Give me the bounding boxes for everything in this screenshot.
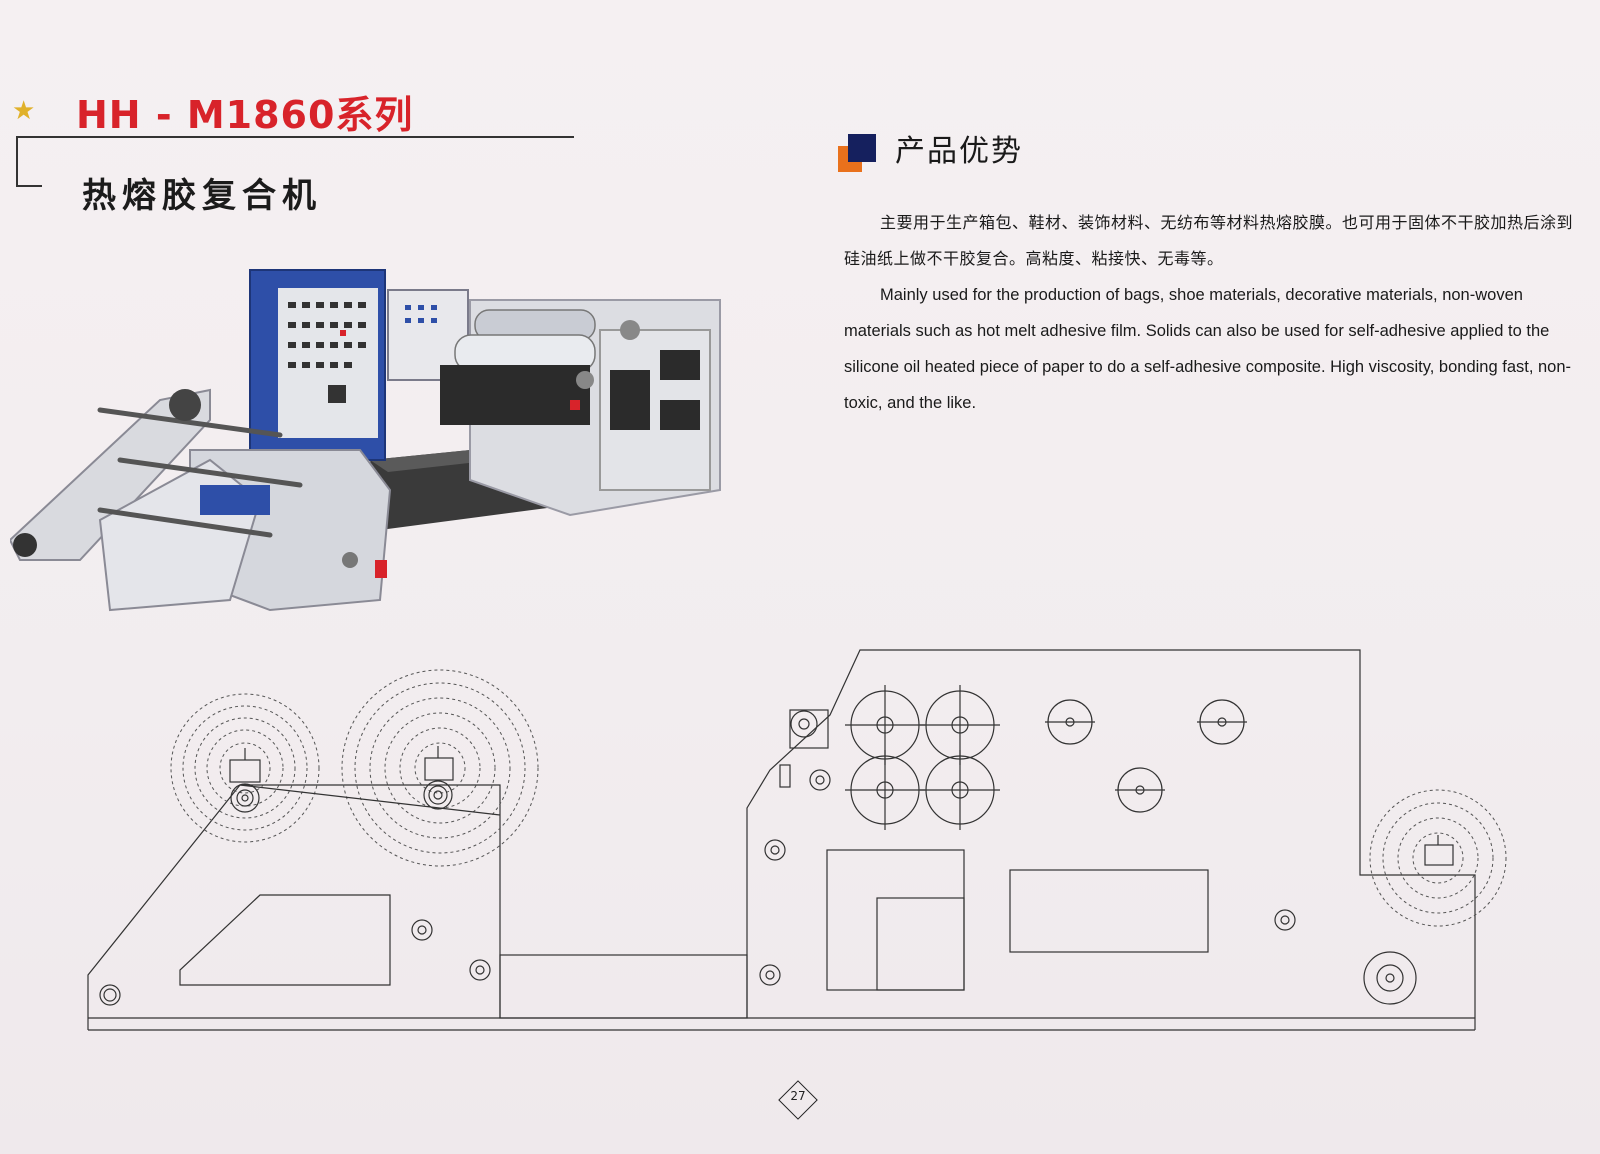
star-icon: ★ — [12, 96, 36, 126]
header-rule-foot — [16, 185, 42, 187]
machine-schematic — [87, 649, 1507, 1031]
product-description: 主要用于生产箱包、鞋材、装饰材料、无纺布等材料热熔胶膜。也可用于固体不干胶加热后… — [844, 205, 1588, 421]
page-number: 27 — [790, 1089, 806, 1103]
machine-name: 热熔胶复合机 — [82, 176, 322, 216]
machine-photo — [10, 269, 721, 612]
header-rule-vertical — [16, 136, 18, 186]
page-number-badge: 27 — [778, 1080, 818, 1120]
description-english: Mainly used for the production of bags, … — [844, 286, 1572, 412]
section-square-icon — [838, 134, 878, 174]
advantages-title: 产品优势 — [895, 134, 1023, 169]
series-title: HH - M1860系列 — [76, 93, 414, 137]
header-rule — [16, 136, 574, 138]
description-chinese: 主要用于生产箱包、鞋材、装饰材料、无纺布等材料热熔胶膜。也可用于固体不干胶加热后… — [844, 213, 1574, 268]
